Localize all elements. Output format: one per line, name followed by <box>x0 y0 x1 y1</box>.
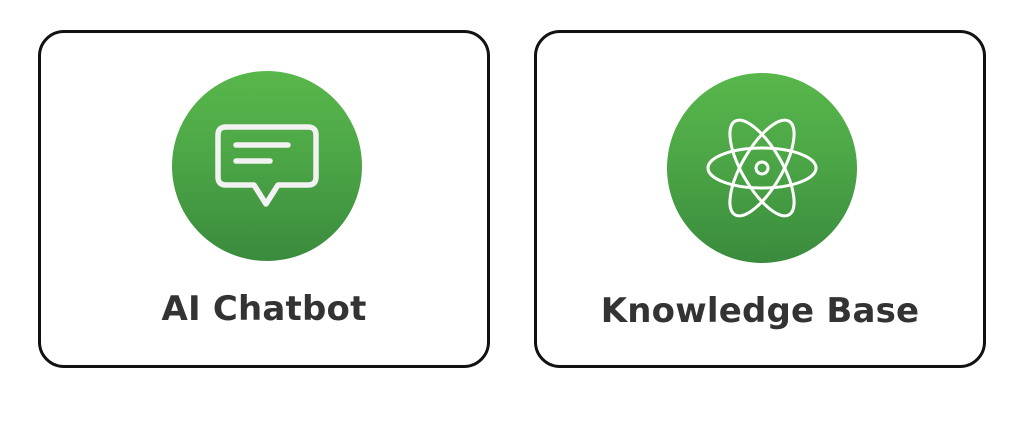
knowledge-base-card[interactable]: Knowledge Base <box>534 30 986 368</box>
knowledge-base-icon-circle <box>667 73 857 263</box>
knowledge-base-label: Knowledge Base <box>600 291 920 331</box>
atom-icon <box>706 118 818 218</box>
ai-chatbot-card[interactable]: AI Chatbot <box>38 30 490 368</box>
ai-chatbot-label: AI Chatbot <box>161 289 367 329</box>
chat-bubble-icon <box>215 124 319 207</box>
chatbot-icon-circle <box>172 71 362 261</box>
